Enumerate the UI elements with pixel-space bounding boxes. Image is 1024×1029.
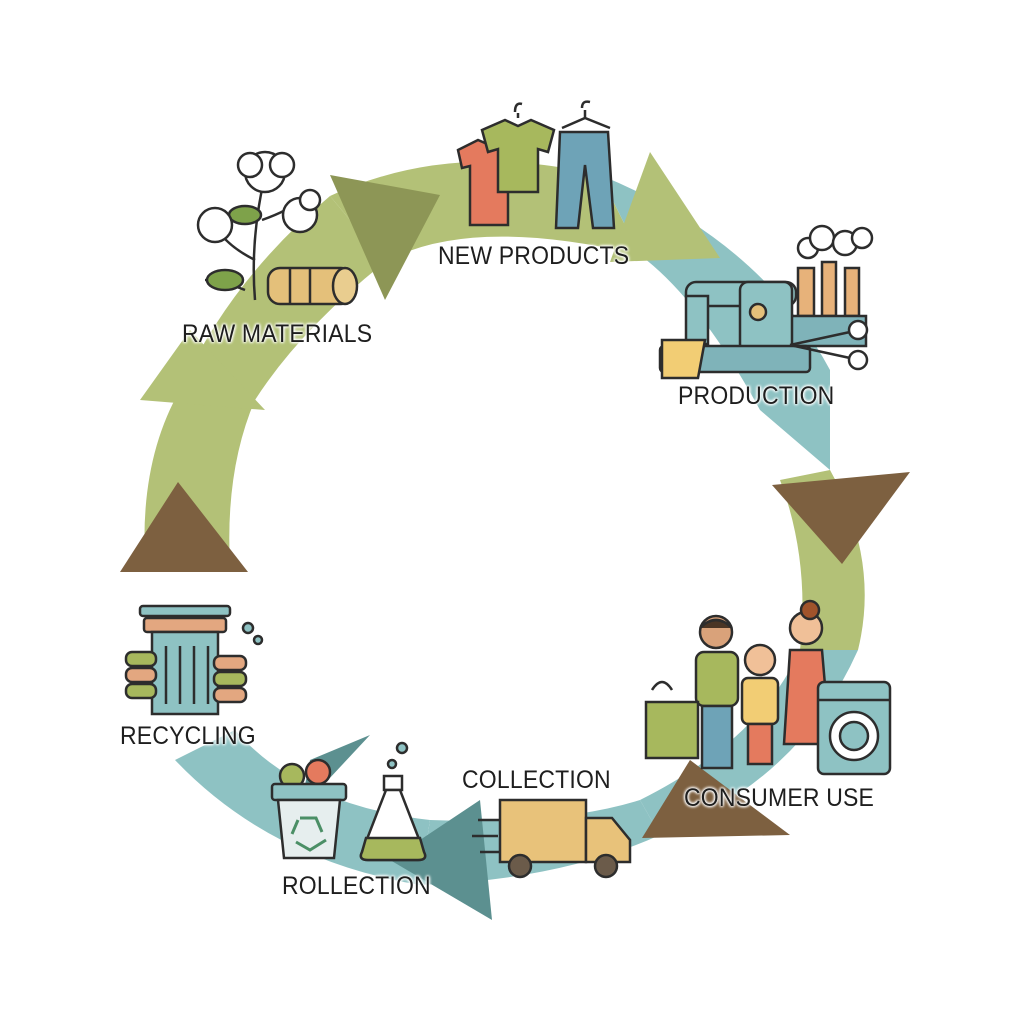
recycling-bin-icon — [270, 758, 348, 860]
label-rollection: ROLLECTION — [282, 872, 431, 900]
washing-machine-icon — [816, 680, 892, 776]
shredder-icon — [138, 604, 264, 716]
label-recycling: RECYCLING — [120, 722, 256, 750]
delivery-truck-icon — [472, 798, 632, 879]
arrow-head-collection-to-rollection — [390, 800, 492, 920]
label-new-products: NEW PRODUCTS — [438, 242, 630, 270]
arrow-head-products-to-production — [610, 152, 720, 262]
textile-stack-icon — [124, 650, 248, 704]
jeans-on-hanger-icon — [554, 100, 616, 230]
sewing-machine-icon — [658, 280, 812, 380]
flask-icon — [359, 741, 427, 862]
fiber-bundle-icon — [266, 266, 359, 306]
label-collection: COLLECTION — [462, 766, 611, 794]
arrow-head-production-to-consumer — [772, 472, 910, 564]
scissors-icon — [789, 319, 869, 371]
shirt-on-hanger-icon — [480, 102, 556, 194]
cotton-plant-icon — [196, 150, 322, 301]
arrow-head-consumer-to-collection — [642, 760, 790, 838]
arrow-head-left-upper — [140, 330, 265, 410]
label-raw-materials: RAW MATERIALS — [182, 320, 373, 348]
arrow-head-raw-to-products — [330, 175, 440, 300]
label-consumer-use: CONSUMER USE — [684, 784, 875, 812]
label-production: PRODUCTION — [678, 382, 835, 410]
arrow-head-recycling-to-raw — [120, 482, 248, 572]
shopping-bag-icon — [644, 680, 700, 760]
family-icon — [694, 599, 832, 770]
